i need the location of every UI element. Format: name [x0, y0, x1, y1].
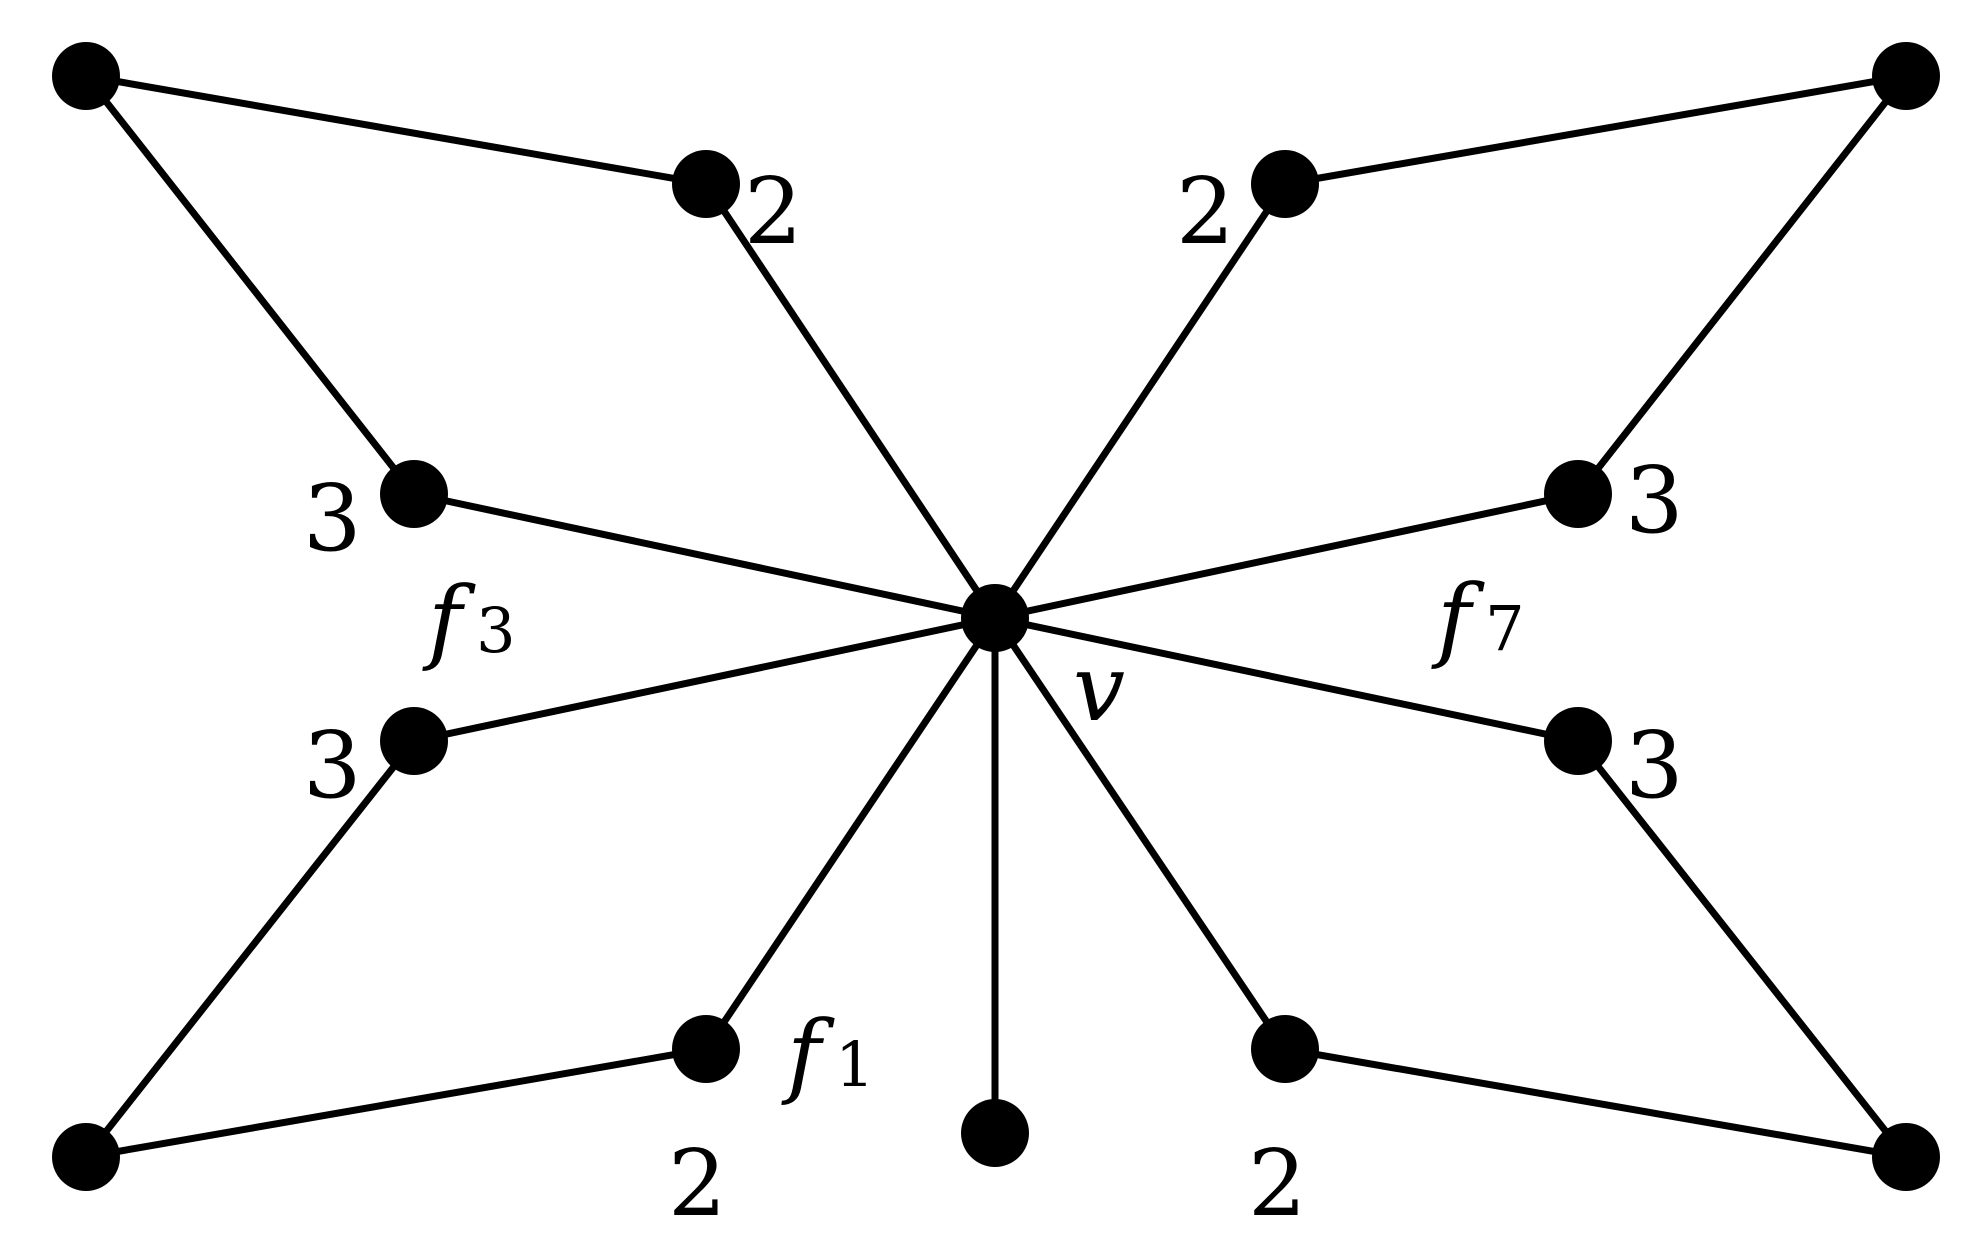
edge-center-br-inner	[991, 614, 1289, 1053]
edge-center-ul-inner	[702, 180, 999, 622]
face-label-f1-letter: f	[781, 1001, 835, 1108]
face-label-f7-letter: f	[1431, 565, 1485, 672]
edge-tl-corner-ul	[82, 72, 710, 188]
node-bottom-center	[961, 1099, 1029, 1167]
edge-br-corner-br	[1281, 1045, 1910, 1161]
edge-center-rl-inner	[991, 614, 1582, 745]
node-center-v	[961, 584, 1029, 652]
edge-center-ur-inner	[991, 180, 1289, 622]
nodes	[52, 42, 1940, 1191]
face-label-f3-sub: 3	[476, 594, 515, 667]
edges	[82, 72, 1910, 1161]
node-left-upper-inner	[380, 460, 448, 528]
degree-label-right-upper: 3	[1625, 447, 1684, 554]
edge-center-ll-inner	[410, 614, 999, 745]
edge-center-ru-inner	[991, 490, 1582, 622]
node-bottom-right-inner	[1251, 1015, 1319, 1083]
node-right-upper-inner	[1544, 460, 1612, 528]
node-bottom-right-corner	[1872, 1123, 1940, 1191]
edge-tr-corner-ur	[1281, 72, 1910, 188]
edge-bl-corner-bl	[82, 1045, 710, 1161]
edge-br-corner-rl	[1574, 737, 1910, 1161]
degree-label-bottom-right: 2	[1248, 1130, 1307, 1237]
edge-tl-corner-lu	[82, 72, 418, 498]
node-top-left-corner	[52, 42, 120, 110]
face-label-f7-sub: 7	[1485, 592, 1524, 665]
node-top-right-corner	[1872, 42, 1940, 110]
node-right-lower-inner	[1544, 707, 1612, 775]
degree-label-right-lower: 3	[1625, 712, 1684, 819]
node-left-lower-inner	[380, 707, 448, 775]
edge-bl-corner-ll	[82, 737, 418, 1161]
face-label-f1-sub: 1	[835, 1028, 874, 1101]
degree-label-left-lower: 3	[303, 712, 362, 819]
node-bottom-left-inner	[672, 1015, 740, 1083]
vertex-label-v: v	[1073, 635, 1125, 742]
face-label-f3-letter: f	[422, 567, 476, 674]
degree-label-upper-right: 2	[1176, 158, 1235, 265]
edge-center-lu-inner	[410, 490, 999, 622]
degree-label-bottom-left: 2	[668, 1130, 727, 1237]
edge-center-bl-inner	[702, 614, 999, 1053]
edge-tr-corner-ru	[1574, 72, 1910, 498]
node-upper-right-inner	[1251, 150, 1319, 218]
node-bottom-left-corner	[52, 1123, 120, 1191]
node-upper-left-inner	[672, 150, 740, 218]
degree-label-left-upper: 3	[303, 465, 362, 572]
degree-label-upper-left: 2	[744, 158, 803, 265]
